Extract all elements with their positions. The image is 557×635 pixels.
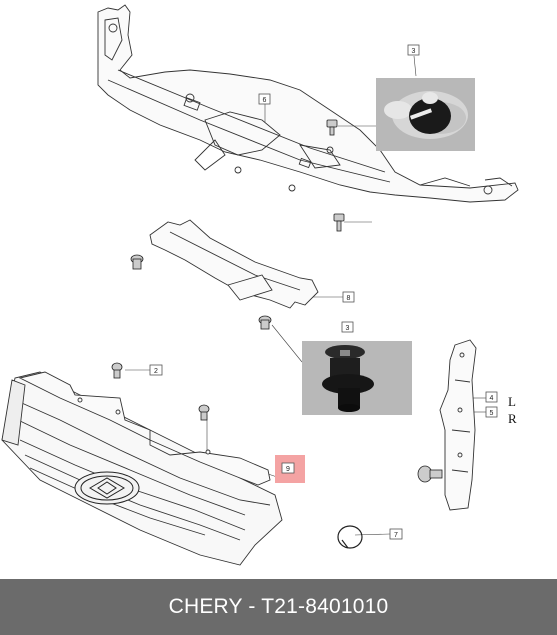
svg-text:2: 2: [154, 368, 158, 375]
side-label-right: R: [508, 411, 517, 426]
svg-text:3: 3: [412, 48, 416, 55]
callout-3-bottom: 3: [341, 321, 354, 333]
radiator-grille: [1, 371, 283, 566]
grille-screw-right: [198, 404, 210, 421]
chery-emblem: [74, 471, 140, 505]
callout-3-top: 3: [407, 44, 420, 56]
svg-text:5: 5: [490, 410, 494, 417]
clip-bolt-left: [130, 254, 144, 270]
clip-photo-inset: [376, 78, 475, 151]
callout-5: 5: [485, 406, 498, 418]
callout-9: 9: [281, 462, 295, 474]
svg-text:8: 8: [347, 295, 351, 302]
radiator-support-cover: [97, 4, 519, 203]
side-fastener: [417, 465, 443, 483]
bolt-upper: [326, 119, 338, 136]
side-bracket: [439, 339, 477, 511]
parts-diagram: 6 3 8 3 2 9 4 5 7 L R: [1, 4, 519, 566]
clip-bolt-right: [258, 315, 272, 330]
callout-4: 4: [485, 391, 498, 403]
callout-2: 2: [149, 364, 163, 376]
part-number-banner: CHERY - T21-8401010: [0, 579, 557, 635]
svg-text:9: 9: [286, 466, 290, 473]
svg-text:4: 4: [490, 395, 494, 402]
o-ring: [337, 525, 363, 549]
svg-text:7: 7: [394, 532, 398, 539]
grille-screw-left: [111, 362, 123, 379]
rivet-photo-inset: [302, 341, 412, 415]
svg-text:3: 3: [346, 325, 350, 332]
svg-text:6: 6: [263, 97, 267, 104]
bolt-middle: [333, 213, 345, 232]
callout-8: 8: [342, 291, 355, 303]
callout-6: 6: [258, 93, 271, 105]
deflector-bracket: [149, 219, 319, 309]
callout-7: 7: [389, 528, 403, 540]
part-number-text: CHERY - T21-8401010: [168, 595, 389, 618]
grille-upper-panel: [18, 371, 271, 486]
side-label-left: L: [508, 394, 516, 409]
